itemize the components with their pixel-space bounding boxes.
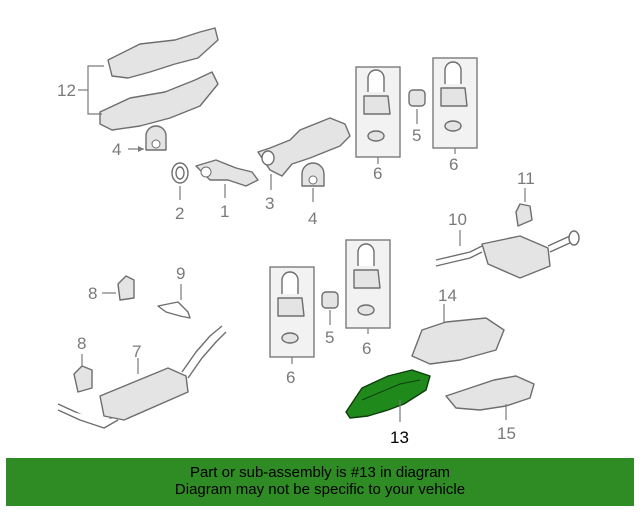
part-6-hanger-kit-top-right[interactable] [432, 57, 478, 154]
callout-7: 7 [132, 342, 141, 361]
callout-3: 3 [265, 194, 274, 213]
info-banner: Part or sub-assembly is #13 in diagram D… [6, 458, 634, 506]
callout-8-upper: 8 [88, 284, 97, 303]
callout-15: 15 [497, 424, 516, 443]
exhaust-parts-diagram: 12 4 2 1 3 4 6 [57, 27, 580, 447]
part-5-insulator-bottom[interactable] [321, 291, 339, 325]
banner-line-1: Part or sub-assembly is #13 in diagram [189, 464, 451, 481]
part-7-intermediate-pipe[interactable] [57, 325, 227, 429]
callout-6-top-left: 6 [373, 164, 382, 183]
part-9-clamp[interactable] [157, 284, 191, 319]
part-5-insulator-top[interactable] [408, 89, 426, 124]
part-3-catalytic-converter[interactable] [257, 117, 351, 190]
callout-6-top-right: 6 [449, 155, 458, 174]
part-4-mount-middle[interactable] [301, 162, 325, 202]
callout-6-bottom-left: 6 [286, 368, 295, 387]
part-14-heat-shield[interactable] [411, 304, 505, 365]
part-6-hanger-kit-bottom-right[interactable] [345, 239, 391, 334]
part-4-mount-upper[interactable] [128, 125, 167, 152]
callout-6-bottom-right: 6 [362, 339, 371, 358]
callout-4-middle: 4 [308, 209, 317, 228]
part-15-heat-shield[interactable] [445, 375, 535, 420]
callout-10: 10 [448, 210, 467, 229]
part-6-hanger-kit-top-left[interactable] [355, 66, 401, 164]
part-1-front-pipe[interactable] [195, 159, 259, 198]
part-12-heat-shields[interactable] [87, 27, 219, 131]
callout-14: 14 [438, 286, 457, 305]
callout-11: 11 [517, 169, 535, 188]
part-8-hanger-upper[interactable] [102, 275, 135, 301]
part-6-hanger-kit-bottom-left[interactable] [269, 266, 315, 364]
callout-5-top: 5 [412, 126, 421, 145]
part-2-gasket[interactable] [171, 162, 189, 200]
callout-12: 12 [57, 81, 76, 100]
callout-4-upper: 4 [112, 140, 121, 159]
callout-13: 13 [390, 428, 409, 447]
part-13-heat-shield-highlighted[interactable] [345, 369, 431, 422]
part-10-rear-muffler[interactable] [435, 230, 580, 279]
part-11-bracket[interactable] [515, 188, 533, 227]
callout-5-bottom: 5 [325, 328, 334, 347]
callout-2: 2 [175, 204, 184, 223]
part-8-hanger-lower[interactable] [73, 354, 93, 393]
banner-line-2: Diagram may not be specific to your vehi… [174, 481, 466, 498]
callout-8-lower: 8 [77, 334, 86, 353]
callout-1: 1 [220, 202, 229, 221]
callout-9: 9 [176, 264, 185, 283]
